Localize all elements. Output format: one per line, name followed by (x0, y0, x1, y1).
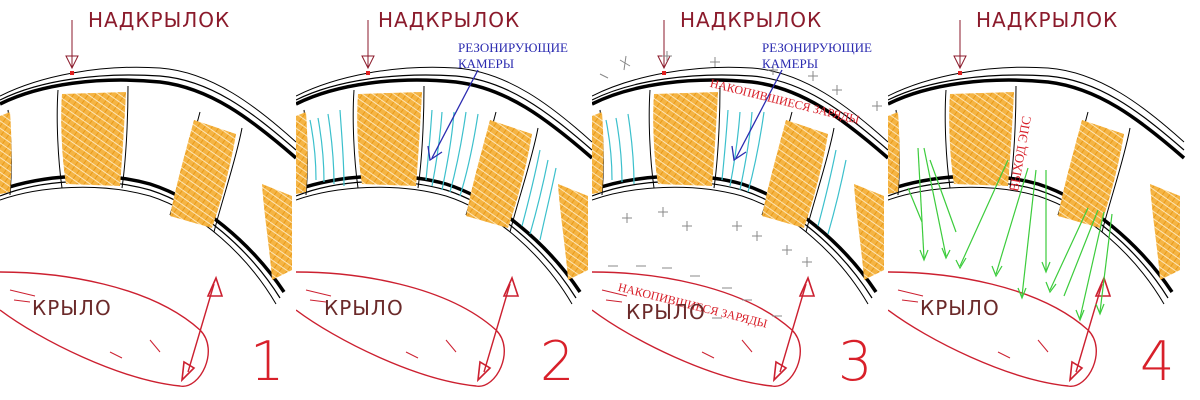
resonator-label: РЕЗОНИРУЮЩИЕ КАМЕРЫ (458, 40, 568, 71)
panel-1: НАДКРЫЛОК КРЫЛО 1 (0, 0, 296, 400)
panel-4: НАДКРЫЛОК ВЫХОД ЭПС КРЫЛО 4 (888, 0, 1200, 400)
wing-label: КРЫЛО (920, 296, 1000, 320)
wing-label: КРЫЛО (626, 300, 706, 324)
panel-2: НАДКРЫЛОК РЕЗОНИРУЮЩИЕ КАМЕРЫ КРЫЛО 2 (296, 0, 592, 400)
resonator-label: РЕЗОНИРУЮЩИЕ КАМЕРЫ (762, 40, 872, 71)
step-number: 2 (540, 330, 575, 393)
wing-label: КРЫЛО (32, 296, 112, 320)
discharge-output-drawing (888, 19, 1186, 388)
overwing-label: НАДКРЫЛОК (378, 8, 521, 32)
overwing-label: НАДКРЫЛОК (680, 8, 823, 32)
minus-charges (608, 265, 782, 319)
step-number: 3 (838, 330, 873, 393)
accumulated-charges-drawing (592, 19, 888, 388)
wing-label: КРЫЛО (324, 296, 404, 320)
overwing-label: НАДКРЫЛОК (976, 8, 1119, 32)
overwing-label: НАДКРЫЛОК (88, 8, 231, 32)
panel-3: НАДКРЫЛОК РЕЗОНИРУЮЩИЕ КАМЕРЫ НАКОПИВШИЕ… (592, 0, 888, 400)
plus-charges (599, 51, 882, 267)
step-number: 4 (1140, 330, 1175, 393)
resonance-drawing (296, 19, 592, 388)
discharge-arrows (907, 147, 1113, 319)
step-number: 1 (250, 330, 285, 393)
